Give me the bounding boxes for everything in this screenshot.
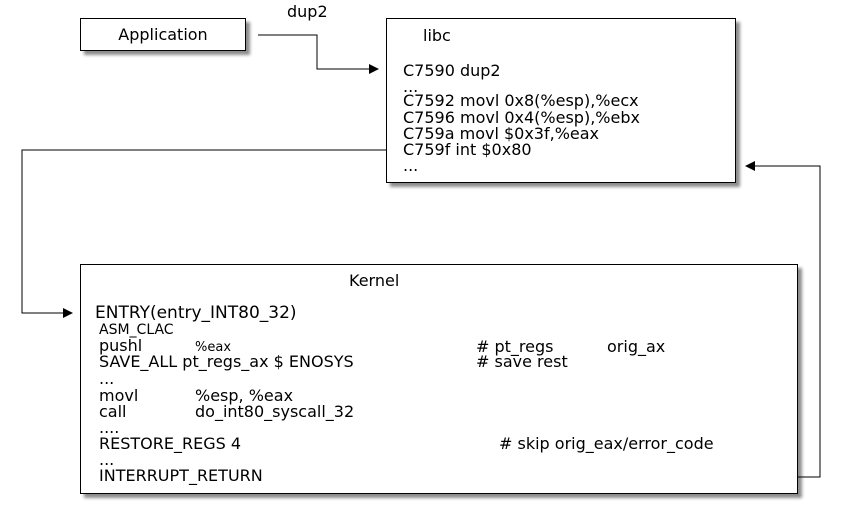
libc-line: C7596 movl 0x4(%esp),%ebx [403,108,640,127]
libc-box: libc C7590 dup2 ... C7592 movl 0x8(%esp)… [386,18,736,183]
kernel-ellipsis: ... [99,450,115,469]
libc-line: C7590 dup2 [403,61,501,80]
kernel-comment-pt-regs: # pt_regs [476,337,554,356]
kernel-call: call [99,402,127,421]
application-label: Application [118,25,208,44]
kernel-pushl-arg: %eax [195,340,232,355]
kernel-asm-clac: ASM_CLAC [99,322,174,338]
kernel-ellipsis: .... [99,418,120,437]
kernel-restore-regs: RESTORE_REGS 4 [99,434,242,453]
kernel-entry-line: ENTRY(entry_INT80_32) [95,303,297,323]
dup2-edge-label: dup2 [287,2,328,21]
kernel-call-target: do_int80_syscall_32 [195,402,355,421]
kernel-comment-save-rest: # save rest [476,352,568,371]
libc-line: C759a movl $0x3f,%eax [403,124,600,143]
libc-title: libc [423,26,451,45]
kernel-pushl: pushl [99,336,143,355]
kernel-title: Kernel [349,271,400,290]
app-to-libc-arrow [258,34,379,74]
kernel-comment-skip: # skip orig_eax/error_code [499,434,714,453]
kernel-save-all: SAVE_ALL pt_regs_ax $ ENOSYS [99,352,354,371]
kernel-to-libc-arrow [745,161,821,478]
kernel-movl-args: %esp, %eax [195,386,294,405]
libc-to-kernel-arrow [21,149,386,318]
libc-line: ... [403,77,419,96]
libc-line: C7592 movl 0x8(%esp),%ecx [403,91,639,110]
kernel-ellipsis: ... [99,369,115,388]
kernel-box: Kernel ENTRY(entry_INT80_32) ASM_CLAC pu… [80,264,798,494]
kernel-interrupt-return: INTERRUPT_RETURN [99,466,263,485]
libc-line: C759f int $0x80 [403,140,532,159]
kernel-movl: movl [99,386,139,405]
application-box: Application [80,18,246,51]
libc-line: ... [403,156,419,175]
kernel-comment-orig-ax: orig_ax [607,337,666,356]
